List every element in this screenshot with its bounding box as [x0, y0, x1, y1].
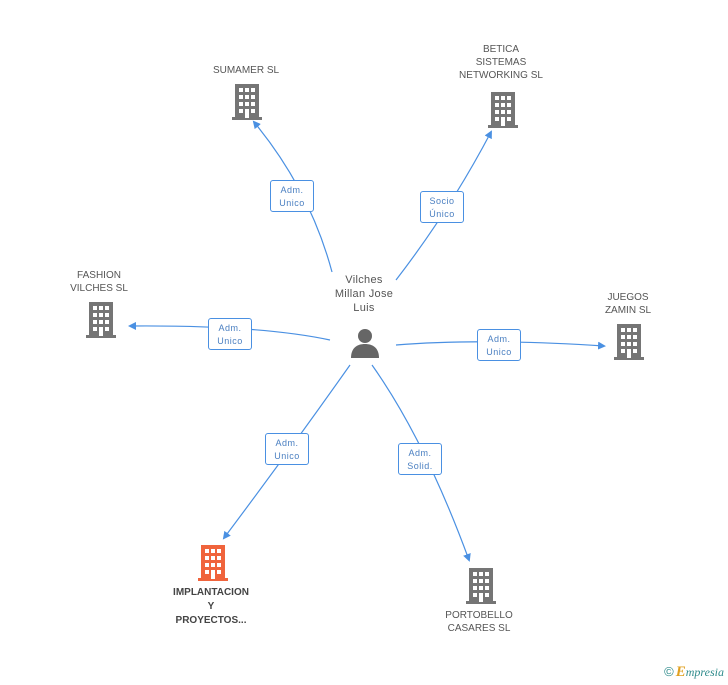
company-label-line: SUMAMER SL: [212, 65, 280, 76]
company-label-line: NETWORKING SL: [459, 70, 543, 81]
person-name-line: Millan Jose: [334, 288, 394, 300]
edge-label-line: Unico: [279, 198, 305, 208]
edge-label-juegos[interactable]: Adm. Unico: [477, 329, 521, 361]
company-label-line: Y: [207, 601, 215, 612]
company-label-implantacion[interactable]: IMPLANTACION Y PROYECTOS...: [173, 586, 249, 628]
building-icon-implantacion[interactable]: [198, 545, 228, 581]
company-label-line: VILCHES SL: [70, 283, 128, 294]
edge-label-line: Solid.: [407, 461, 433, 471]
company-label-line: PORTOBELLO: [445, 610, 513, 621]
company-label-line: SISTEMAS: [475, 57, 527, 68]
edge-label-line: Adm.: [218, 323, 242, 333]
edge-label-line: Adm.: [408, 448, 432, 458]
edge-label-line: Adm.: [487, 334, 511, 344]
person-icon[interactable]: [351, 329, 379, 358]
company-label-line: ZAMIN SL: [604, 305, 652, 316]
company-label-line: CASARES SL: [447, 623, 511, 634]
copyright-symbol: ©: [664, 664, 674, 679]
edge-label-fashion[interactable]: Adm. Unico: [208, 318, 252, 350]
company-label-line: JUEGOS: [607, 292, 649, 303]
company-label-line: PROYECTOS...: [175, 615, 247, 626]
edge-label-betica[interactable]: Socio Único: [420, 191, 464, 223]
person-name-line: Vilches: [345, 274, 383, 286]
edge-label-line: Unico: [486, 347, 512, 357]
company-label-fashion[interactable]: FASHION VILCHES SL: [70, 269, 128, 295]
edge-label-sumamer[interactable]: Adm. Unico: [270, 180, 314, 212]
company-label-juegos[interactable]: JUEGOS ZAMIN SL: [605, 291, 651, 317]
company-label-line: IMPLANTACION: [173, 587, 249, 598]
edge-label-line: Adm.: [280, 185, 304, 195]
building-icon-juegos[interactable]: [614, 324, 644, 360]
person-name-line: Luis: [353, 302, 375, 314]
empresia-watermark: ©Empresia: [664, 664, 724, 681]
edge-label-line: Adm.: [275, 438, 299, 448]
brand-name: mpresia: [685, 665, 724, 679]
building-icon-fashion[interactable]: [86, 302, 116, 338]
company-label-portobello[interactable]: PORTOBELLO CASARES SL: [445, 609, 512, 635]
edge-label-portobello[interactable]: Adm. Solid.: [398, 443, 442, 475]
building-icon-sumamer[interactable]: [232, 84, 262, 120]
edge-label-line: Unico: [217, 336, 243, 346]
building-icon-portobello[interactable]: [466, 568, 496, 604]
building-icon-betica[interactable]: [488, 92, 518, 128]
company-label-line: FASHION: [77, 270, 121, 281]
edge-label-implantacion[interactable]: Adm. Unico: [265, 433, 309, 465]
brand-initial: E: [675, 664, 686, 680]
company-label-sumamer[interactable]: SUMAMER SL: [213, 64, 279, 77]
edge-label-line: Único: [429, 209, 455, 219]
edge-label-line: Socio: [429, 196, 455, 206]
edge-label-line: Unico: [274, 451, 300, 461]
company-label-line: BETICA: [482, 44, 520, 55]
person-name[interactable]: Vilches Millan Jose Luis: [335, 273, 393, 315]
company-label-betica[interactable]: BETICA SISTEMAS NETWORKING SL: [459, 43, 543, 82]
